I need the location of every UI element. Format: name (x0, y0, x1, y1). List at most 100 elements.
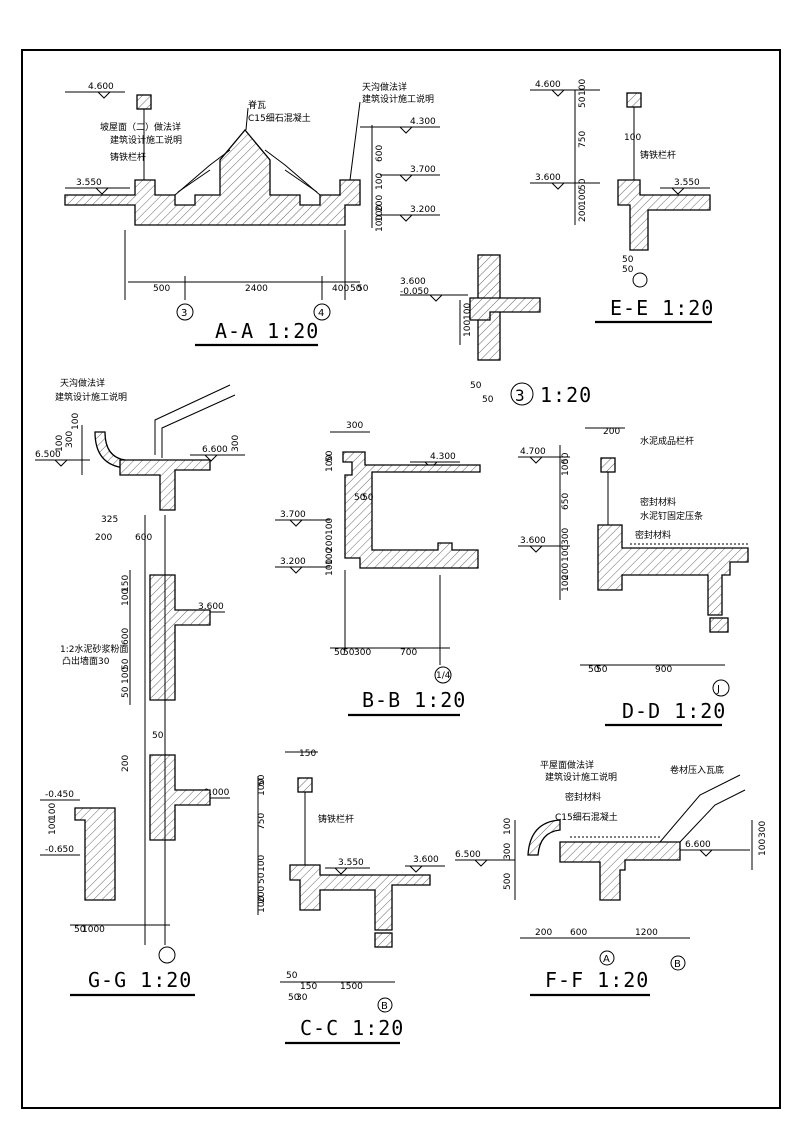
svg-text:6.600: 6.600 (685, 840, 711, 850)
dim-label: 500 (153, 284, 170, 294)
dim-label: 2400 (245, 284, 268, 294)
dim-label: 200 (535, 928, 552, 938)
note: 脊瓦 (248, 99, 266, 111)
slab (469, 297, 541, 321)
dim-label: 300 (354, 648, 371, 658)
dim-label: 100 (375, 205, 385, 222)
section-title: G-G 1:20 (88, 968, 192, 992)
dim-label: 300 (758, 821, 768, 838)
dim-label: 300 (346, 421, 363, 431)
dim-label: 900 (655, 665, 672, 675)
dim-label: 50 (357, 284, 369, 294)
note: 密封材料 (635, 529, 671, 541)
note: 水泥钉固定压条 (640, 510, 703, 522)
beam-end (374, 932, 393, 948)
note: C15细石混凝土 (248, 112, 311, 124)
level-mark: -0.450 (40, 790, 80, 801)
svg-text:3.700: 3.700 (280, 510, 306, 520)
level-mark: 3.550 (325, 858, 370, 875)
svg-text:3.550: 3.550 (338, 858, 364, 868)
dim-label: 50 (121, 686, 131, 698)
gutter-body (617, 179, 711, 251)
gutter-body (119, 459, 211, 511)
svg-text:4.700: 4.700 (520, 447, 546, 457)
level-mark: 3.600 (518, 536, 570, 553)
dim-label: 200 (375, 195, 385, 212)
svg-text:6.600: 6.600 (202, 445, 228, 455)
gutter-body (597, 524, 749, 616)
section-gg: 天沟做法详 建筑设计施工说明 6.500 6.600 3.600 ±0.000 … (35, 377, 245, 997)
section-dd: 4.700 3.600 水泥成品栏杆 密封材料 水泥钉固定压条 密封材料 200… (518, 427, 749, 727)
dim-label: 100 (463, 320, 473, 337)
dim-label: 50 (288, 993, 300, 1003)
svg-text:6.500: 6.500 (455, 850, 481, 860)
dim-label: 200 (578, 205, 588, 222)
level-mark: 4.600 (530, 80, 600, 97)
section-title: A-A 1:20 (215, 319, 319, 343)
section-title: 1:20 (540, 383, 592, 407)
gutter-curve (527, 819, 561, 856)
roof-slab (64, 128, 361, 226)
dim-label: 200 (257, 886, 267, 903)
svg-text:4.600: 4.600 (88, 82, 114, 92)
level-mark: 4.600 (65, 82, 125, 99)
dim-label: 100 (257, 855, 267, 872)
section-title: B-B 1:20 (362, 688, 466, 712)
section-ee: 4.600 3.600 3.550 铸铁栏杆 50 100 750 50 100… (530, 79, 713, 324)
wall-base (149, 754, 211, 841)
dim-label: 100 (121, 589, 131, 606)
dim-label: 50 (622, 255, 634, 265)
dim-label: 50 (74, 925, 86, 935)
dim-label: 150 (300, 982, 317, 992)
dim-label: 50 (470, 381, 482, 391)
dim-label: 50 (578, 96, 588, 108)
dim-label: 50 (482, 395, 494, 405)
svg-text:3.600: 3.600 (198, 602, 224, 612)
detail-3: 3.600 -0.050 100 100 50 50 3 1:20 (400, 254, 592, 407)
detail-number: 3 (515, 386, 526, 405)
note: 铸铁栏杆 (110, 151, 146, 163)
level-mark: 4.300 (360, 117, 440, 134)
section-aa: 4.600 4.300 3.700 3.550 3.200 脊瓦 C15细石混凝… (64, 81, 440, 347)
section-title: F-F 1:20 (545, 968, 649, 992)
plinth (74, 807, 116, 901)
dim-label: 100 (503, 818, 513, 835)
dim-label: 50 (325, 450, 335, 462)
level-mark: 3.550 (65, 178, 130, 195)
dim-label: 100 (561, 545, 571, 562)
note: 建筑设计施工说明 (55, 391, 127, 403)
svg-text:3.600: 3.600 (535, 173, 561, 183)
note: 平屋面做法详 (540, 759, 594, 771)
axis-label: B (674, 959, 681, 970)
dim-label: 50 (354, 493, 366, 503)
dim-label: 600 (570, 928, 587, 938)
dim-label: 50 (596, 665, 608, 675)
level-mark: 6.600 (190, 445, 245, 462)
dim-label: 50 (121, 658, 131, 670)
axis-label: B (381, 1001, 388, 1012)
axis-label: J (716, 684, 720, 695)
dim-label: 100 (561, 575, 571, 592)
section-title: C-C 1:20 (300, 1016, 404, 1040)
dim-label: 200 (121, 755, 131, 772)
gutter-body (559, 841, 681, 901)
dim-label: 200 (95, 533, 112, 543)
dim-label: 30 (296, 993, 308, 1003)
dim-label: 50 (152, 731, 164, 741)
note: 天沟做法详 (362, 81, 407, 93)
dim-label: 750 (257, 813, 267, 830)
svg-text:6.500: 6.500 (35, 450, 61, 460)
dim-label: 50 (362, 493, 374, 503)
level-mark: 3.600 -0.050 (400, 277, 468, 302)
level-mark: 6.600 (680, 840, 750, 857)
dim-label: 50 (257, 872, 267, 884)
level-mark: -0.650 (40, 845, 80, 856)
svg-text:4.600: 4.600 (535, 80, 561, 90)
dim-label: 100 (48, 818, 58, 835)
svg-text:3.550: 3.550 (674, 178, 700, 188)
level-mark: 3.550 (660, 178, 710, 195)
dim-label: 100 (257, 896, 267, 913)
svg-text:3.550: 3.550 (76, 178, 102, 188)
note: 凸出墙面30 (62, 655, 110, 667)
